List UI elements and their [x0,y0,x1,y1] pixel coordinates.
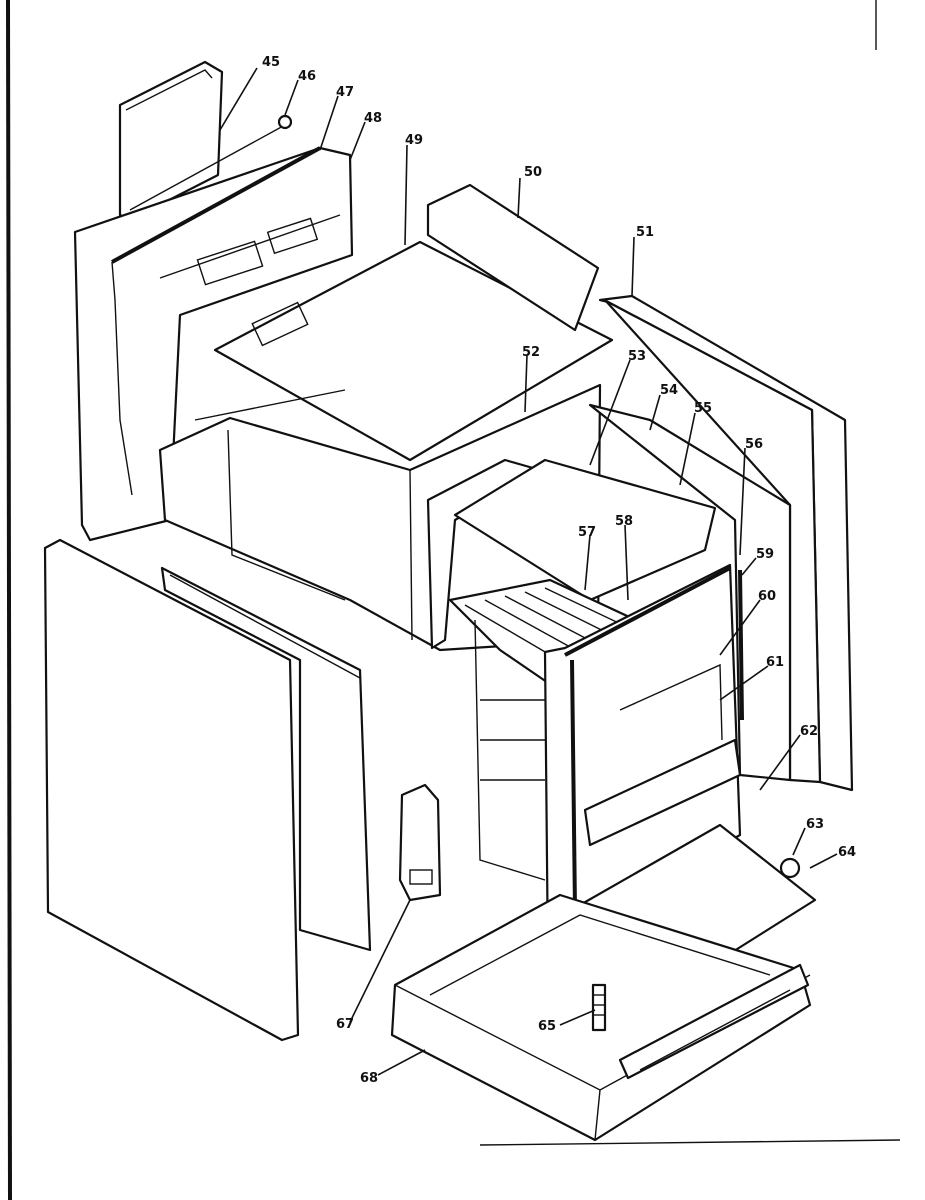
part-53-oven-top [453,458,717,602]
callout-62: 62 [800,724,818,739]
callout-67: 67 [336,1017,354,1032]
callout-68: 68 [360,1071,378,1086]
part-65-spring [591,983,607,1032]
callout-63: 63 [806,817,824,832]
callout-50: 50 [524,165,542,180]
part-50-rear-trim [426,183,600,332]
callout-leaders [219,67,838,1076]
callout-51: 51 [636,225,654,240]
callout-55: 55 [694,401,712,416]
callout-59: 59 [756,547,774,562]
callout-labels: 45 46 47 48 49 50 51 52 53 54 55 56 57 5… [262,55,856,1086]
callout-64: 64 [838,845,856,860]
callout-46: 46 [298,69,316,84]
callout-56: 56 [745,437,763,452]
callout-65: 65 [538,1019,556,1034]
part-67-bracket [398,783,442,902]
scan-border-bottom [479,1139,901,1146]
part-45-backguard-panel [118,60,224,222]
inner-front-panel [160,566,372,952]
part-48-backguard-frame [73,146,354,542]
callout-60: 60 [758,589,776,604]
callout-57: 57 [578,525,596,540]
part-46-rod [129,114,293,211]
left-outer-panel [43,538,300,1042]
callout-61: 61 [766,655,784,670]
callout-54: 54 [660,383,678,398]
callout-48: 48 [364,111,382,126]
callout-58: 58 [615,514,633,529]
callout-49: 49 [405,133,423,148]
part-49-cooktop [213,240,614,462]
scan-border-left [6,0,12,1200]
part-59-oven-frame [474,563,744,967]
callout-52: 52 [522,345,540,360]
callout-45: 45 [262,55,280,70]
callout-47: 47 [336,85,354,100]
callout-53: 53 [628,349,646,364]
